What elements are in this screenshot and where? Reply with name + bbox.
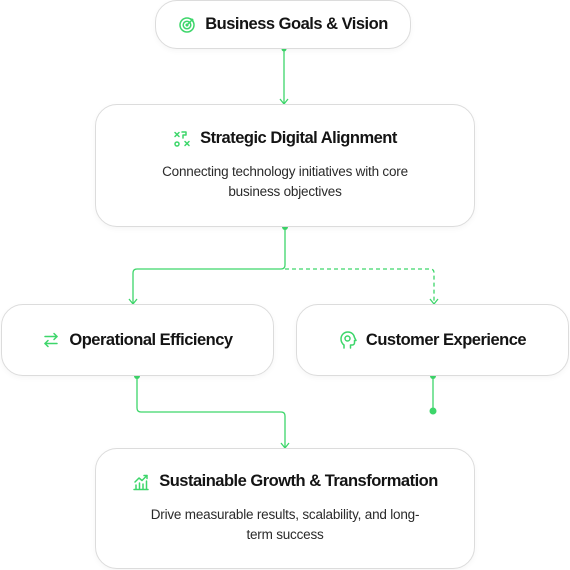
node-sustainable-growth[interactable]: Sustainable Growth & Transformation Driv…	[95, 448, 475, 569]
node-title: Strategic Digital Alignment	[200, 129, 397, 147]
connector-goals-alignment	[279, 46, 289, 106]
alignment-icon	[173, 130, 191, 148]
growth-chart-icon	[132, 473, 150, 491]
head-icon	[339, 331, 357, 349]
node-title: Business Goals & Vision	[205, 15, 388, 33]
node-strategic-alignment[interactable]: Strategic Digital Alignment Connecting t…	[95, 104, 475, 227]
node-customer-experience[interactable]: Customer Experience	[296, 304, 569, 376]
description-line: business objectives	[228, 184, 342, 199]
node-description: Connecting technology initiatives with c…	[162, 162, 408, 202]
node-description: Drive measurable results, scalability, a…	[151, 505, 420, 545]
description-line: term success	[246, 527, 324, 542]
description-line: Connecting technology initiatives with c…	[162, 164, 408, 179]
node-business-goals[interactable]: Business Goals & Vision	[155, 0, 411, 49]
exchange-icon	[42, 331, 60, 349]
target-icon	[178, 16, 196, 34]
connector-alignment-customer	[285, 268, 439, 306]
connector-customer-stub	[429, 373, 437, 415]
node-operational-efficiency[interactable]: Operational Efficiency	[1, 304, 274, 376]
description-line: Drive measurable results, scalability, a…	[150, 507, 420, 522]
connector-alignment-efficiency	[128, 224, 288, 306]
node-title: Operational Efficiency	[69, 330, 233, 349]
node-title: Sustainable Growth & Transformation	[159, 472, 438, 490]
node-title: Customer Experience	[365, 330, 527, 349]
connector-efficiency-growth	[134, 373, 290, 450]
